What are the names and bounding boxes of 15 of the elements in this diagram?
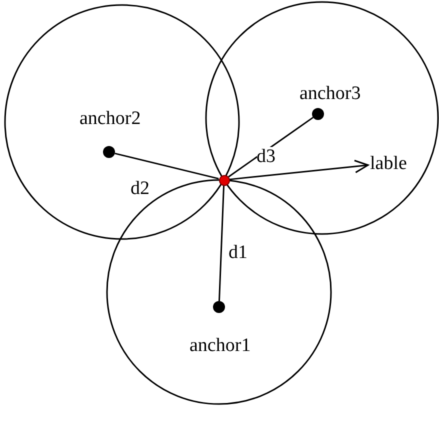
anchor-label: anchor2: [80, 108, 141, 128]
point-label: lable: [370, 154, 407, 172]
anchor-label: anchor1: [190, 336, 251, 354]
target-point: [218, 174, 230, 186]
edge-label: d2: [130, 178, 150, 198]
distance-line: [114, 152, 219, 180]
anchor-label: anchor3: [300, 84, 361, 102]
anchor-point: [213, 301, 225, 313]
edge-label: d3: [256, 146, 276, 166]
anchor-point: [103, 146, 115, 158]
distance-line: [218, 185, 225, 302]
edge-label: d1: [228, 242, 248, 262]
arrow: [229, 160, 369, 180]
distance-line: [228, 116, 314, 178]
anchor-point: [312, 108, 324, 120]
